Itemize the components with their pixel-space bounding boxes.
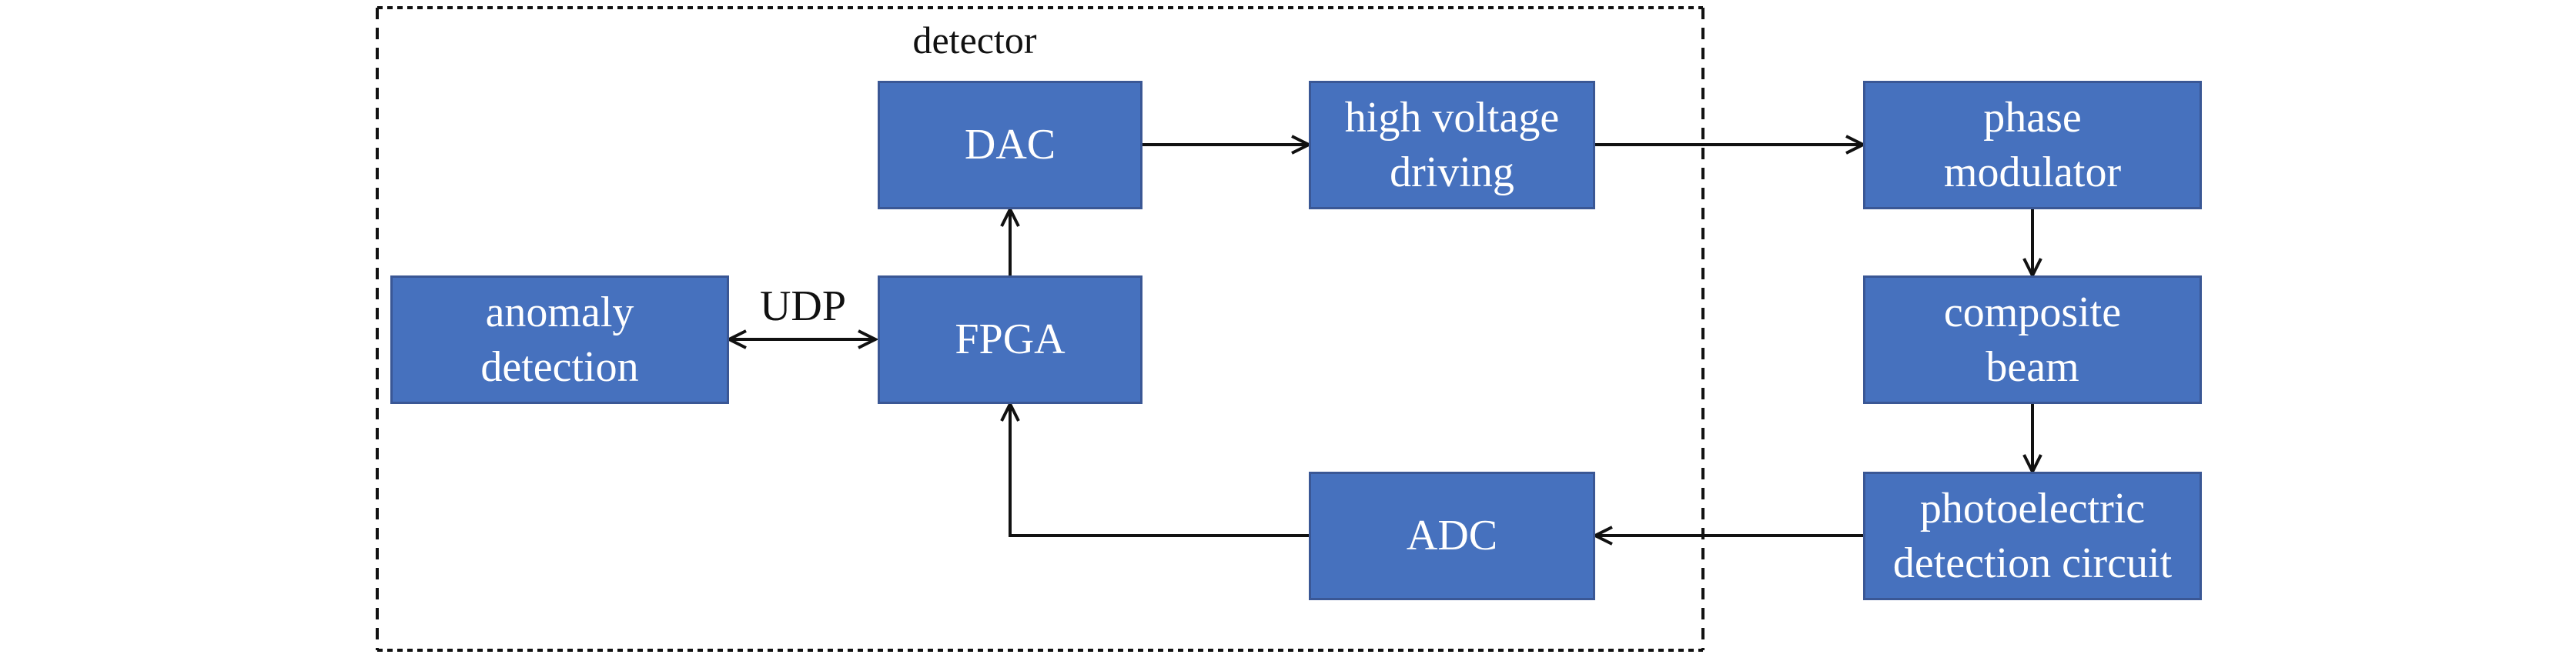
box-anomaly-detection: anomaly detection — [390, 275, 729, 404]
box-composite-beam-label-line1: composite — [1943, 288, 2122, 336]
udp-label: UDP — [759, 282, 847, 330]
box-photoelectric-detection-circuit: photoelectric detection circuit — [1863, 472, 2202, 600]
box-fpga-label: FPGA — [955, 315, 1066, 363]
box-adc: ADC — [1309, 472, 1595, 600]
box-high-voltage-driving-label-line1: high voltage — [1344, 93, 1560, 142]
box-phase-modulator: phase modulator — [1863, 81, 2202, 209]
box-dac: DAC — [878, 81, 1142, 209]
box-phase-modulator-label-line2: modulator — [1943, 148, 2122, 196]
box-adc-label: ADC — [1406, 512, 1498, 559]
detector-label: detector — [912, 18, 1037, 62]
box-dac-label: DAC — [964, 121, 1056, 169]
box-photoelectric-detection-circuit-label-line2: detection circuit — [1892, 539, 2173, 587]
detector-boundary — [376, 6, 1705, 652]
arrow-adc-to-fpga — [1000, 400, 1309, 537]
box-anomaly-detection-label-line2: detection — [480, 342, 639, 391]
box-high-voltage-driving: high voltage driving — [1309, 81, 1595, 209]
box-composite-beam-label-line2: beam — [1986, 342, 2079, 391]
box-photoelectric-detection-circuit-label-line1: photoelectric — [1919, 484, 2146, 532]
box-anomaly-detection-label-line1: anomaly — [485, 288, 634, 336]
box-phase-modulator-label-line1: phase — [1983, 93, 2082, 142]
box-high-voltage-driving-label-line2: driving — [1390, 148, 1514, 196]
box-composite-beam: composite beam — [1863, 275, 2202, 404]
box-fpga: FPGA — [878, 275, 1142, 404]
